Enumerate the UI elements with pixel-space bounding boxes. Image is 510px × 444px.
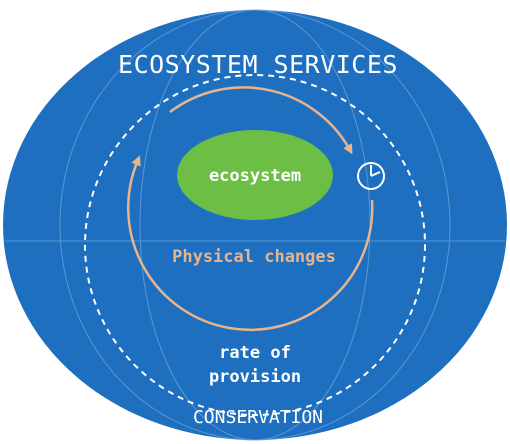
ecosystem-ellipse bbox=[177, 130, 333, 220]
cycle-arrow-right bbox=[169, 86, 353, 155]
conservation-label: CONSERVATION bbox=[193, 407, 323, 428]
cycle-arrow-left bbox=[127, 155, 374, 332]
rate-of-provision-line1: rate of bbox=[219, 343, 291, 363]
ecosystem-services-title: ECOSYSTEM SERVICES bbox=[118, 50, 398, 79]
physical-changes-label: Physical changes bbox=[172, 247, 336, 267]
rate-of-provision-line2: provision bbox=[209, 367, 301, 387]
clock-icon bbox=[357, 162, 385, 190]
globe-background bbox=[3, 10, 507, 440]
conservation-boundary-circle bbox=[84, 74, 426, 416]
ecosystem-label: ecosystem bbox=[209, 166, 301, 186]
